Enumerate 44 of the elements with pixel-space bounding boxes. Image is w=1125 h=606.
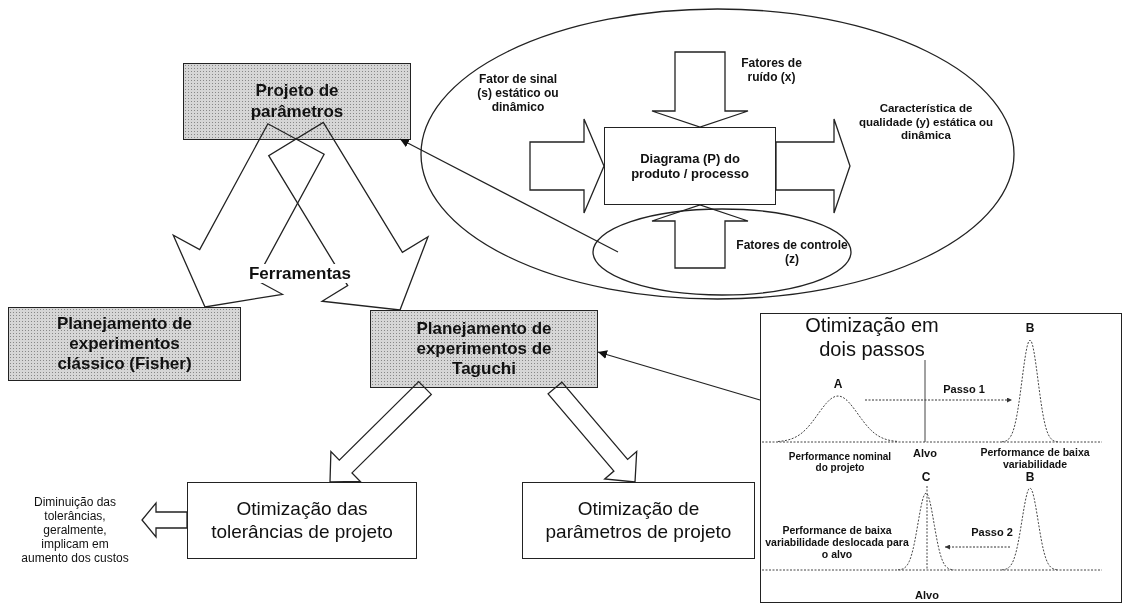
node-text: Fator de sinal (s) estático ou dinâmico bbox=[476, 72, 560, 115]
shaded-box bbox=[370, 310, 598, 388]
node-text: Otimização de parâmetros de projeto bbox=[544, 498, 733, 543]
node-text: Diagrama (P) do produto / processo bbox=[630, 150, 750, 182]
node-text: Planejamento de experimentos clássico (Fisher) bbox=[55, 313, 194, 375]
node-text: Característica de qualidade (y) estática ou dinâmica bbox=[858, 102, 994, 143]
process-box bbox=[522, 482, 755, 559]
node-text: Otimização das tolerâncias de projeto bbox=[210, 498, 394, 543]
node-text: Diminuição das tolerâncias, geralmente, implicam em aumento dos custos bbox=[20, 494, 130, 566]
chart-label: Passo 2 bbox=[970, 526, 1014, 539]
ellipse-outline bbox=[592, 208, 852, 296]
shaded-box bbox=[183, 63, 411, 140]
block-arrow bbox=[529, 118, 605, 214]
chart-label: Alvo bbox=[914, 589, 940, 602]
process-box bbox=[187, 482, 417, 559]
process-box bbox=[604, 127, 776, 205]
block-arrow bbox=[651, 204, 749, 269]
chart-label: Performance nominal do projeto bbox=[788, 451, 892, 474]
chart-label: C bbox=[920, 471, 932, 485]
node-text: Fatores de ruído (x) bbox=[740, 55, 803, 85]
node-text: Projeto de parâmetros bbox=[249, 81, 345, 122]
arrow bbox=[597, 350, 761, 401]
ellipse-outline bbox=[420, 8, 1015, 300]
chart-label: B bbox=[1024, 322, 1036, 336]
group-label: Ferramentas bbox=[248, 264, 352, 284]
chart-label: A bbox=[832, 378, 844, 392]
node-text: Fatores de controle (z) bbox=[735, 237, 849, 267]
chart-label: Performance de baixa variabilidade deslocada para o alvo bbox=[764, 525, 910, 561]
block-arrow bbox=[651, 51, 749, 128]
chart-label: Performance de baixa variabilidade bbox=[979, 447, 1091, 471]
block-arrow bbox=[329, 380, 433, 483]
chart-label: Alvo bbox=[912, 447, 938, 460]
block-arrow bbox=[547, 381, 638, 483]
chart-panel bbox=[760, 313, 1122, 603]
chart-label: Passo 1 bbox=[942, 383, 986, 396]
shaded-box bbox=[8, 307, 241, 381]
block-arrow bbox=[141, 501, 188, 539]
arrow bbox=[399, 138, 619, 253]
chart-title: Otimização em dois passos bbox=[804, 314, 940, 362]
block-arrow bbox=[267, 121, 430, 311]
block-arrow bbox=[171, 122, 325, 308]
chart-label: B bbox=[1024, 471, 1036, 485]
block-arrow bbox=[775, 118, 851, 214]
node-text: Planejamento de experimentos de Taguchi bbox=[415, 318, 553, 380]
